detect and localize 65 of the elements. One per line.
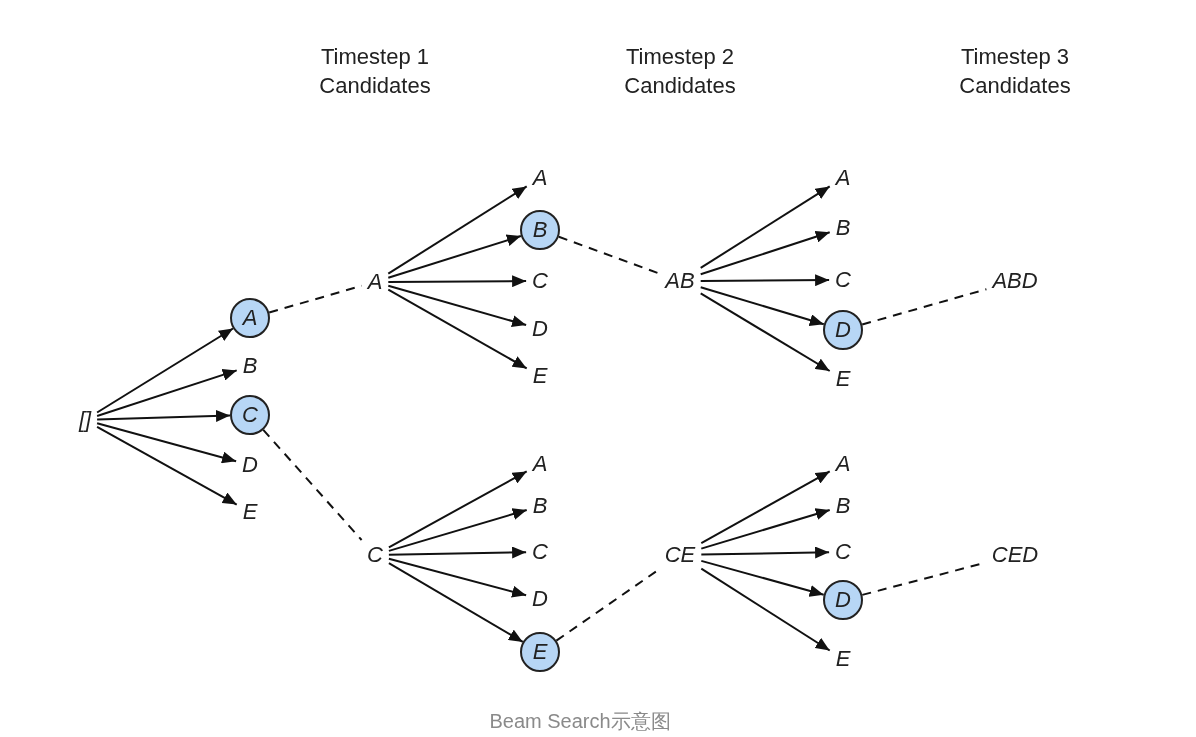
- arrow: [700, 470, 831, 545]
- selected-candidate-circle: B: [520, 210, 560, 250]
- candidate-label: D: [236, 450, 264, 480]
- candidate-label: D: [526, 584, 554, 614]
- arrow: [96, 425, 238, 506]
- candidate-label: E: [829, 364, 857, 394]
- candidate-label: C: [829, 265, 857, 295]
- column-header: Timestep 1 Candidates: [318, 43, 432, 100]
- candidate-label: E: [236, 497, 264, 527]
- candidate-label: E: [526, 361, 554, 391]
- arrow: [699, 286, 825, 326]
- arrow: [700, 559, 825, 597]
- dashed-line: [262, 428, 363, 541]
- selected-candidate-circle: A: [230, 298, 270, 338]
- arrow: [387, 234, 522, 279]
- arrow: [700, 567, 831, 652]
- candidate-label: A: [829, 449, 857, 479]
- candidate-label: B: [829, 491, 857, 521]
- arrow: [387, 557, 528, 598]
- selected-candidate-circle: E: [520, 632, 560, 672]
- arrow: [699, 274, 831, 287]
- arrow: [387, 185, 528, 275]
- start-token: []: [72, 405, 98, 435]
- arrow: [699, 230, 831, 276]
- arrow: [699, 185, 831, 269]
- dashed-line: [268, 284, 363, 314]
- candidate-label: C: [526, 266, 554, 296]
- selected-candidate-circle: D: [823, 580, 863, 620]
- arrow: [96, 410, 231, 422]
- candidate-label: B: [526, 491, 554, 521]
- candidate-label: B: [236, 351, 264, 381]
- candidate-label: C: [526, 537, 554, 567]
- candidate-label: A: [526, 449, 554, 479]
- arrow: [387, 508, 528, 552]
- selected-candidate-circle: C: [230, 395, 270, 435]
- candidate-label: B: [829, 213, 857, 243]
- arrow: [96, 369, 238, 417]
- arrow: [387, 562, 524, 643]
- column-header: Timestep 2 Candidates: [623, 43, 737, 100]
- candidate-label: A: [526, 163, 554, 193]
- candidate-label: E: [829, 644, 857, 674]
- candidate-label: CE: [658, 540, 702, 570]
- arrow: [96, 327, 234, 414]
- candidate-label: CED: [985, 540, 1045, 570]
- arrow: [387, 470, 528, 549]
- arrow: [387, 546, 528, 559]
- caption: Beam Search示意图: [489, 709, 671, 734]
- arrow: [700, 508, 831, 550]
- candidate-label: A: [829, 163, 857, 193]
- selected-candidate-circle: D: [823, 310, 863, 350]
- candidate-label: ABD: [986, 266, 1044, 296]
- arrow: [387, 284, 528, 327]
- arrow: [699, 292, 831, 372]
- candidate-label: C: [829, 537, 857, 567]
- arrow: [700, 546, 831, 559]
- arrow: [387, 275, 528, 288]
- dashed-line: [557, 235, 661, 275]
- candidate-label: D: [526, 314, 554, 344]
- arrow: [387, 288, 528, 370]
- candidate-label: AB: [659, 266, 701, 296]
- column-header: Timestep 3 Candidates: [958, 43, 1072, 100]
- dashed-line: [861, 288, 988, 326]
- candidate-label: A: [361, 267, 389, 297]
- candidate-label: C: [361, 540, 389, 570]
- arrow: [96, 422, 238, 464]
